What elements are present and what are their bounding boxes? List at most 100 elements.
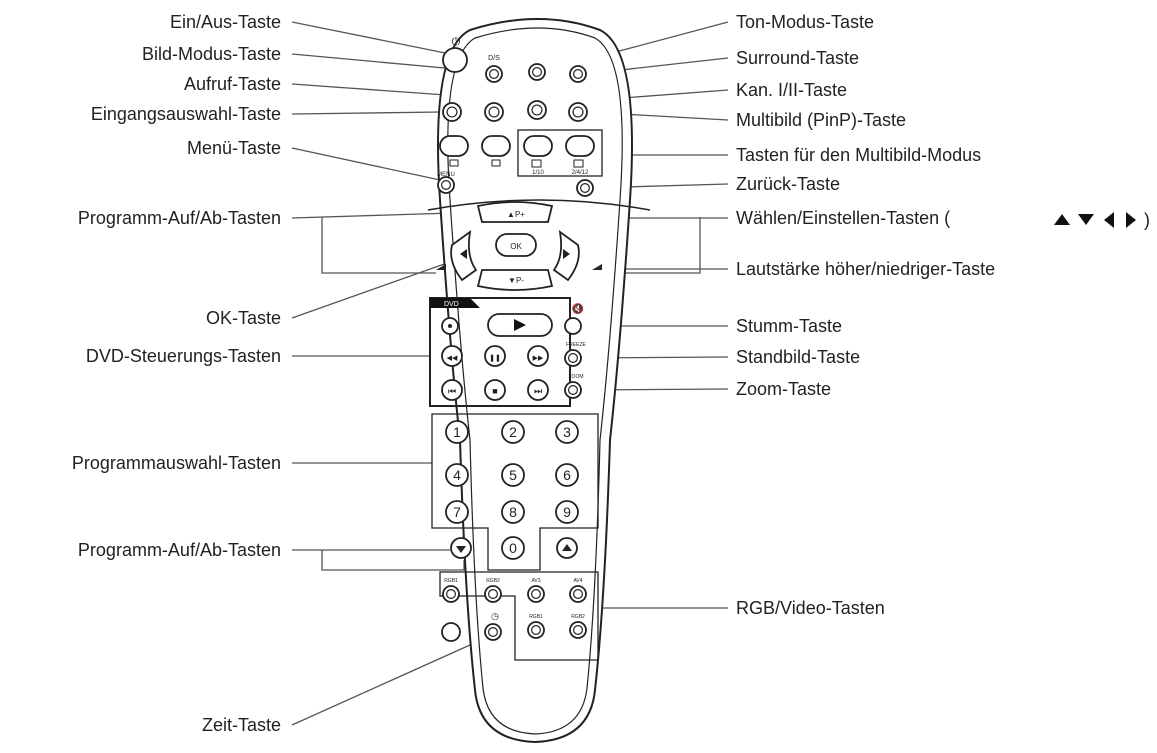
dvd-label-text: DVD [444, 301, 459, 308]
menu-button-inner [441, 180, 452, 191]
zoom-button-inner [567, 385, 578, 396]
recall-button-inner [488, 106, 500, 118]
label-menu: Menü-Taste [186, 138, 281, 158]
label-recall: Aufruf-Taste [183, 74, 281, 94]
label-surround: Surround-Taste [736, 48, 860, 68]
digit-button-0 [501, 536, 525, 560]
dvd-rewind-button [441, 345, 463, 367]
rgb-video-button-4-inner [572, 588, 583, 599]
leader-select-adjust-bracket [596, 217, 701, 274]
label-program-select: Programmauswahl-Tasten [71, 453, 281, 473]
teletext-button-2 [481, 135, 511, 157]
volume-down-wedge-icon [436, 264, 446, 270]
rgb-frame [439, 571, 599, 661]
prev-icon: ⏮ [448, 386, 456, 396]
label-input-select: Eingangsauswahl-Taste [90, 104, 281, 124]
next-icon: ⏭ [534, 386, 542, 396]
mode-label-b-text: 2/4/12 [572, 170, 589, 176]
label-picture-mode: Bild-Modus-Taste [141, 44, 281, 64]
arrow-down-icon [1078, 214, 1094, 225]
digit-text-0: 0 [509, 540, 517, 556]
nav-arc-top [427, 199, 651, 211]
rgb-label-text-2: RGB2 [486, 578, 500, 584]
picture-mode-button-inner [489, 68, 500, 79]
rewind-icon: ◀◀ [447, 355, 458, 362]
ok-button [495, 233, 537, 257]
label-freeze: Standbild-Taste [736, 347, 861, 367]
label-program-up-down-top: Programm-Auf/Ab-Tasten [77, 208, 281, 228]
digit-button-3 [555, 420, 579, 444]
label-power: Ein/Aus-Taste [169, 12, 281, 32]
freeze-label-text: FREEZE [566, 342, 586, 348]
rgb-video-button-3-inner [530, 588, 541, 599]
label-volume: Lautstärke höher/niedriger-Taste [736, 259, 996, 279]
rgb-label-text-4: AV4 [573, 578, 582, 584]
digit-button-9 [555, 500, 579, 524]
mute-symbol-icon: 🔇 [572, 302, 584, 315]
p-up-label-text: ▲P+ [507, 210, 525, 219]
select-adjust-arrows [1054, 212, 1136, 228]
leader-time [291, 635, 491, 726]
mode-icon-b [573, 159, 584, 168]
digit-button-7 [445, 500, 469, 524]
freeze-button-inner [567, 353, 578, 364]
rgb-label-text-6: RGB2 [571, 614, 585, 620]
label-sound-mode: Ton-Modus-Taste [736, 12, 875, 32]
rgb-label-text-3: AV3 [531, 578, 540, 584]
digit-button-4 [445, 463, 469, 487]
digit-text-9: 9 [563, 504, 571, 520]
digit-button-1 [445, 420, 469, 444]
digit-text-8: 8 [509, 504, 517, 520]
forward-icon: ▶▶ [533, 355, 544, 362]
dvd-tab [430, 298, 480, 308]
label-channel-1-2: Kan. I/II-Taste [736, 80, 848, 100]
stop-icon: ■ [492, 386, 497, 396]
dvd-open-dot [448, 324, 452, 328]
digit-text-7: 7 [453, 504, 461, 520]
leader-input-select [291, 111, 442, 115]
dvd-stop-button [484, 379, 506, 401]
rgb-video-button-2-inner [488, 588, 499, 599]
digit-text-3: 3 [563, 424, 571, 440]
leader-program-top-bracket [321, 217, 436, 274]
label-mute: Stumm-Taste [736, 316, 843, 336]
dual-label-text: D/S [488, 55, 500, 62]
teletext-icon-2 [491, 159, 501, 167]
sound-mode-button-inner [531, 66, 542, 77]
label-ok: OK-Taste [205, 308, 281, 328]
remote-buttons [427, 47, 651, 661]
label-dvd-control: DVD-Steuerungs-Tasten [85, 346, 281, 366]
label-back: Zurück-Taste [736, 174, 841, 194]
pause-icon: ❚❚ [489, 354, 501, 362]
label-multipicture: Multibild (PinP)-Taste [736, 110, 907, 130]
label-select-adjust: Wählen/Einstellen-Tasten ( [736, 208, 951, 228]
channel-1-2-button-inner [531, 104, 543, 116]
label-rgb-video: RGB/Video-Tasten [736, 598, 885, 618]
digit-text-6: 6 [563, 467, 571, 483]
program-down-nav-button [476, 269, 554, 291]
program-down-arrow-icon [456, 546, 466, 553]
digit-button-2 [501, 420, 525, 444]
power-button [442, 47, 468, 73]
nav-left-arrow-icon [460, 249, 467, 259]
leader-program-bottom-bracket [321, 550, 465, 571]
keypad-frame [431, 413, 599, 571]
back-button-inner [579, 183, 590, 194]
leader-power [291, 21, 456, 56]
rgb-label-text-1: RGB1 [444, 578, 458, 584]
menu-label-text: MENU [437, 172, 455, 178]
blank-button [441, 622, 461, 642]
ok-label-text: OK [510, 242, 522, 251]
multipicture-mode-frame [517, 129, 603, 177]
rgb-video-button-5-inner [530, 624, 541, 635]
digit-button-8 [501, 500, 525, 524]
digit-text-4: 4 [453, 467, 461, 483]
select-adjust-close-paren: ) [1144, 210, 1150, 230]
arrow-left-icon [1104, 212, 1114, 228]
label-time: Zeit-Taste [201, 715, 281, 735]
rgb-label-text-5: RGB1 [529, 614, 543, 620]
digit-text-5: 5 [509, 467, 517, 483]
dvd-next-button [527, 379, 549, 401]
label-program-up-down-bottom: Programm-Auf/Ab-Tasten [77, 540, 281, 560]
